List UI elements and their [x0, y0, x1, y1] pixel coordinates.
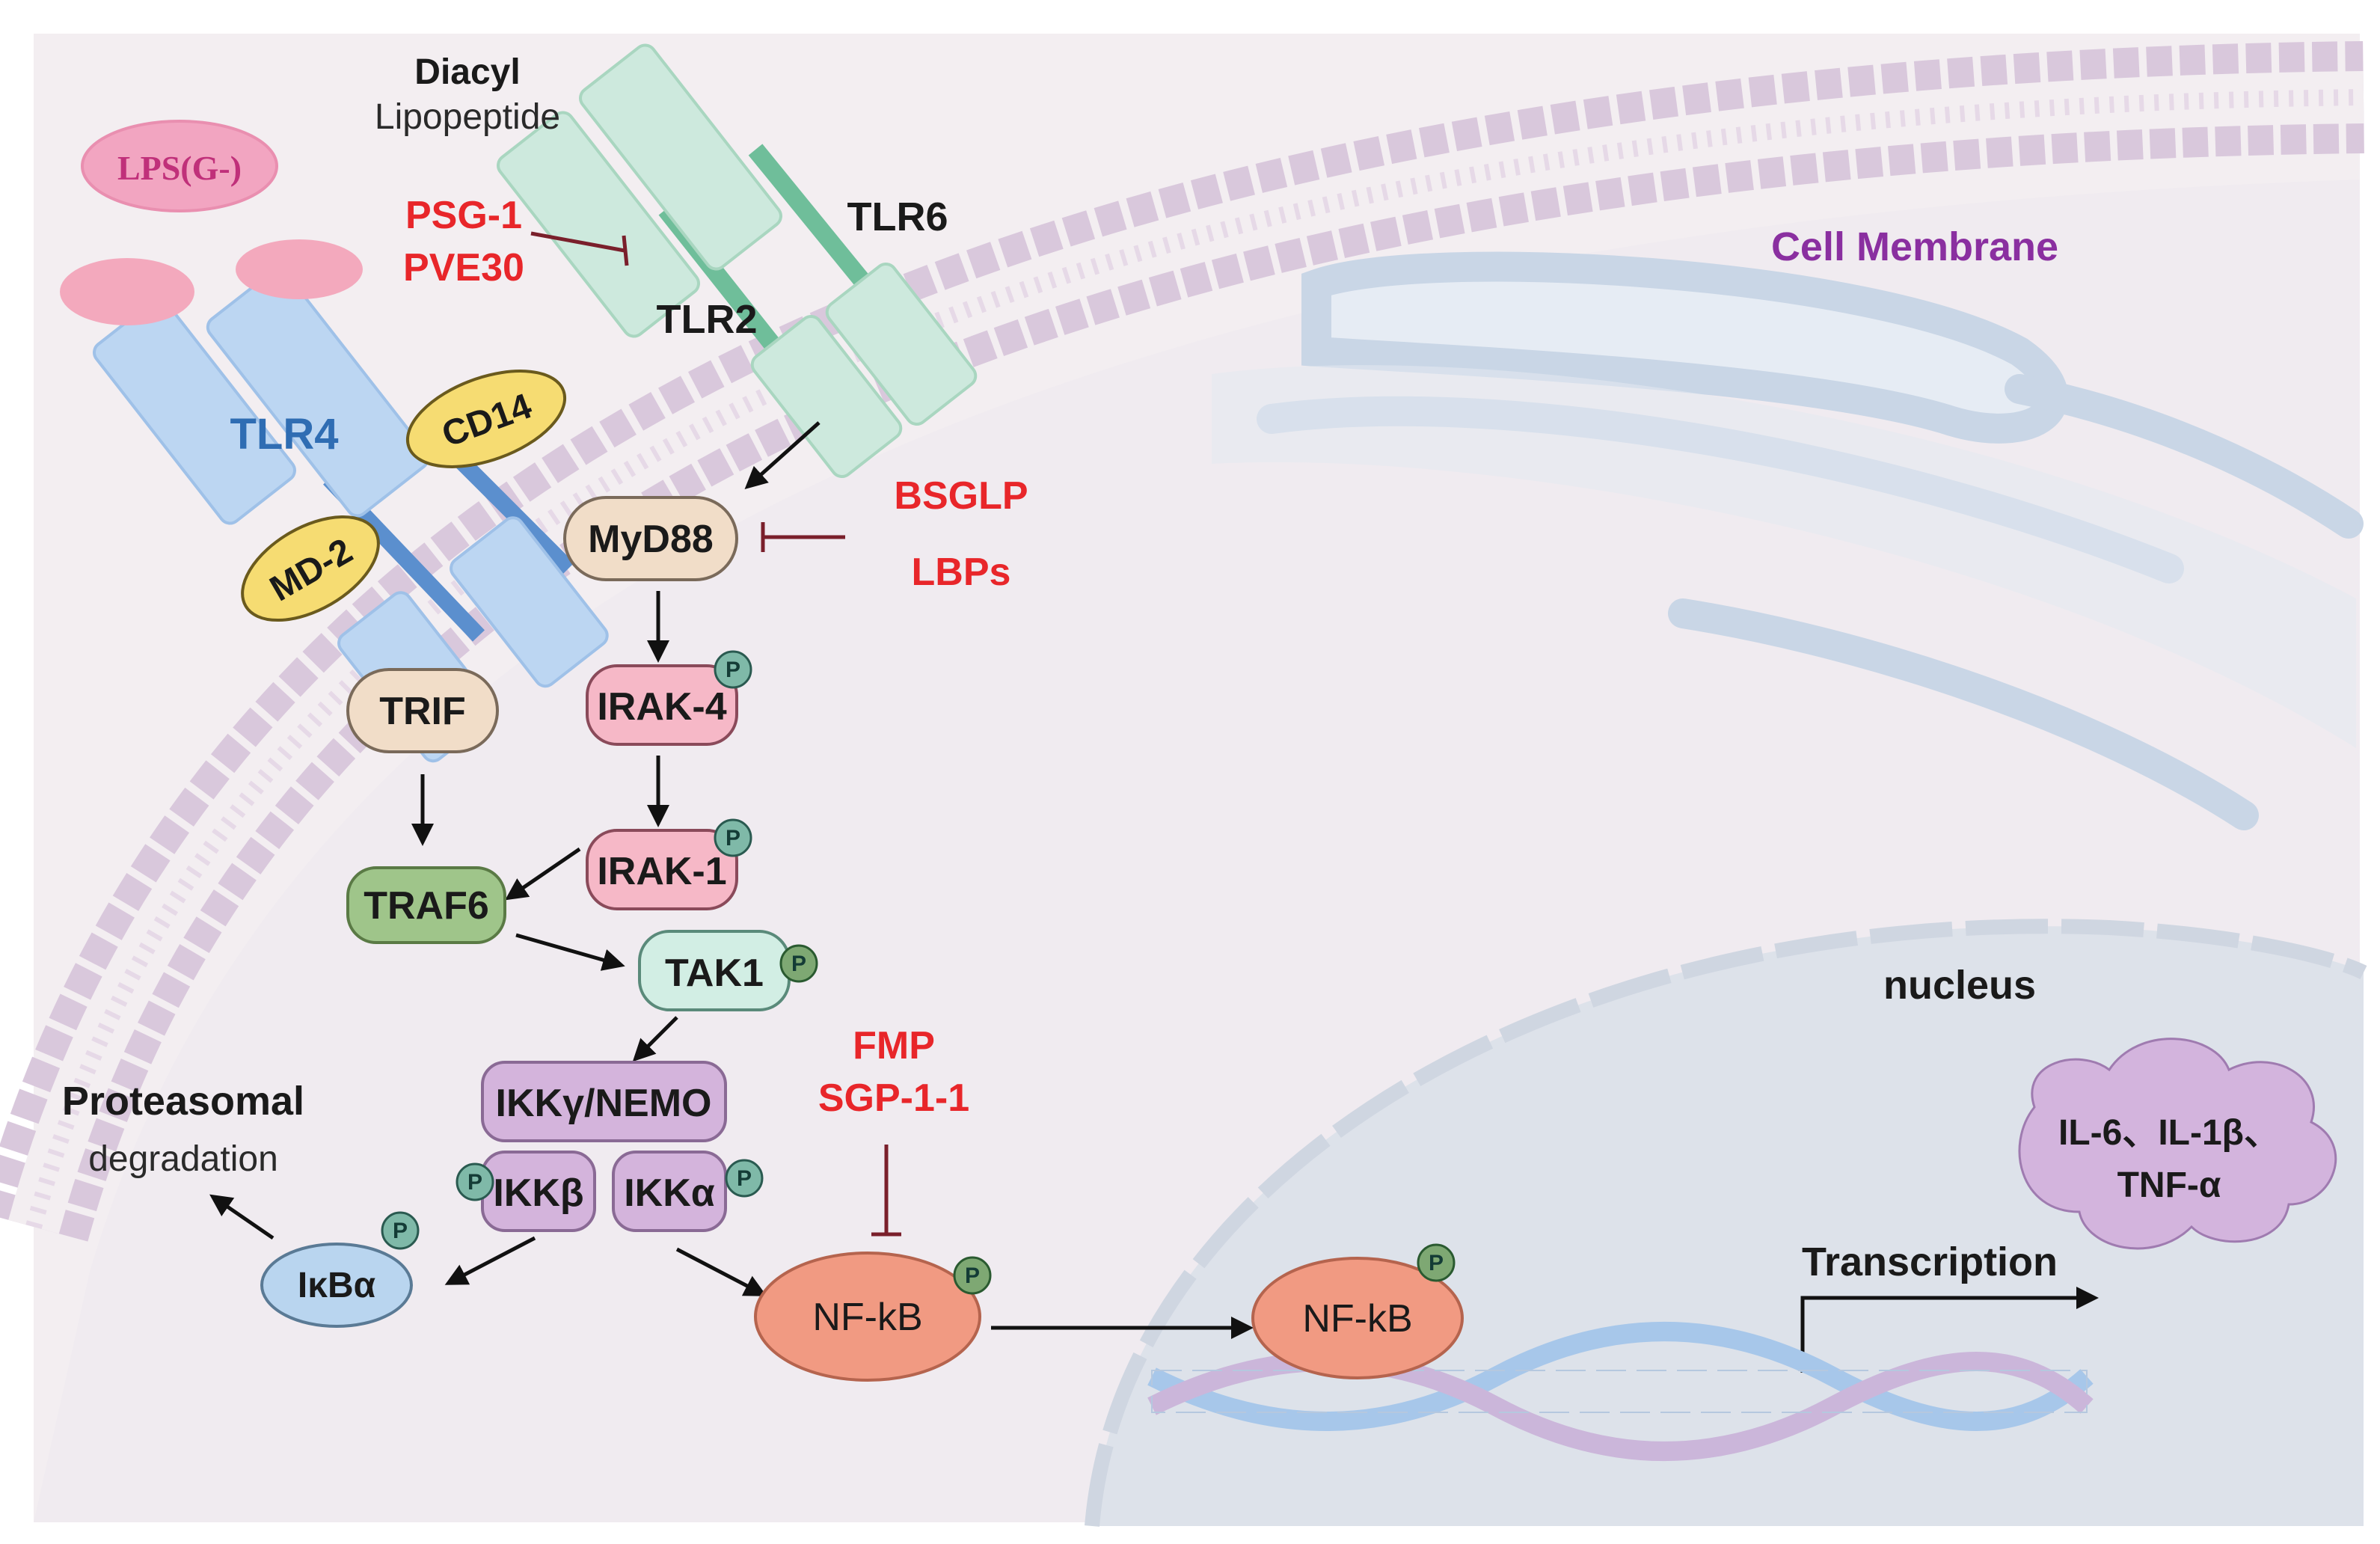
tak1-label: TAK1	[665, 952, 764, 995]
ikk-alpha-node	[612, 1151, 727, 1232]
trif-label: TRIF	[379, 690, 466, 733]
inhibition-lines	[530, 231, 901, 1237]
cytokine-cloud	[2018, 1038, 2337, 1250]
tlr4-receptor	[60, 239, 609, 763]
phospho-badge-irak1: P	[714, 818, 752, 857]
cell-membrane	[0, 41, 2364, 1242]
cytokines-line1: IL-6、IL-1β、	[2058, 1113, 2280, 1153]
svg-text:P: P	[737, 1166, 752, 1191]
inhibitor-sgp: SGP-1-1	[818, 1076, 969, 1120]
lps-cap-left	[60, 258, 194, 325]
trif-node	[346, 668, 499, 753]
phospho-badge-ikkb: P	[456, 1162, 494, 1201]
er-region	[1212, 365, 2356, 748]
phospho-badge-tak1: P	[779, 944, 818, 983]
irak1-label: IRAK-1	[597, 850, 726, 893]
svg-text:P: P	[791, 952, 806, 976]
traf6-label: TRAF6	[364, 884, 489, 928]
inhibitor-bsglp: BSGLP	[894, 474, 1028, 518]
ikk-alpha-label: IKKα	[624, 1171, 715, 1215]
lps-cap-right	[236, 239, 363, 299]
myd88-label: MyD88	[588, 518, 714, 561]
cell-membrane-label: Cell Membrane	[1771, 224, 2058, 269]
nfkb-nucleus-node	[1251, 1257, 1464, 1379]
myd88-node	[563, 496, 738, 581]
nfkb-nucleus-label: NF-kB	[1302, 1297, 1412, 1341]
nfkb-cyto-label: NF-kB	[812, 1296, 922, 1339]
svg-text:P: P	[1429, 1251, 1444, 1275]
phospho-badge-nfkb-nucleus: P	[1417, 1243, 1456, 1282]
nucleus-label: nucleus	[1883, 963, 2036, 1008]
ikba-label: IκBα	[298, 1266, 376, 1305]
svg-text:P: P	[467, 1170, 482, 1195]
ikk-beta-label: IKKβ	[493, 1171, 583, 1215]
svg-text:P: P	[965, 1263, 980, 1288]
tlr2-tlr6-receptor	[497, 43, 978, 479]
lipopeptide-label: Lipopeptide	[375, 97, 560, 137]
svg-text:P: P	[726, 826, 740, 851]
tlr4-label: TLR4	[230, 410, 339, 459]
lps-label: LPS(G-)	[117, 149, 242, 187]
ikba-node	[260, 1243, 413, 1328]
inhibitor-fmp: FMP	[853, 1024, 935, 1067]
phospho-badge-irak4: P	[714, 650, 752, 689]
cytokines-line2: TNF-α	[2117, 1165, 2221, 1205]
phospho-badge-ikka: P	[725, 1159, 764, 1198]
irak4-node	[586, 664, 738, 746]
inhibitor-pve30: PVE30	[403, 246, 524, 290]
ikk-gamma-node	[481, 1061, 727, 1142]
degradation-label: degradation	[88, 1139, 278, 1179]
inhibitor-psg1: PSG-1	[405, 194, 522, 237]
lps-ellipse	[81, 120, 278, 212]
proteasomal-label: Proteasomal	[62, 1079, 304, 1124]
cd14-ellipse	[405, 370, 567, 468]
irak1-node	[586, 829, 738, 910]
irak4-label: IRAK-4	[597, 685, 726, 729]
phospho-badge-ikba: P	[381, 1211, 420, 1250]
phospho-badges: P P P P P P P P	[381, 650, 1456, 1295]
tlr6-label: TLR6	[847, 194, 948, 239]
activation-arrows	[209, 421, 2099, 1373]
inhibitor-lbps: LBPs	[912, 551, 1011, 594]
svg-text:P: P	[393, 1219, 408, 1243]
traf6-node	[346, 866, 506, 944]
phospho-badge-nfkb-cyto: P	[953, 1256, 992, 1295]
diacyl-label: Diacyl	[414, 52, 520, 92]
ikk-gamma-label: IKKγ/NEMO	[496, 1082, 712, 1125]
md2-ellipse	[241, 515, 380, 622]
svg-text:P: P	[726, 658, 740, 682]
tlr2-label: TLR2	[657, 297, 758, 342]
nfkb-cyto-node	[754, 1252, 981, 1382]
transcription-label: Transcription	[1802, 1240, 2058, 1284]
